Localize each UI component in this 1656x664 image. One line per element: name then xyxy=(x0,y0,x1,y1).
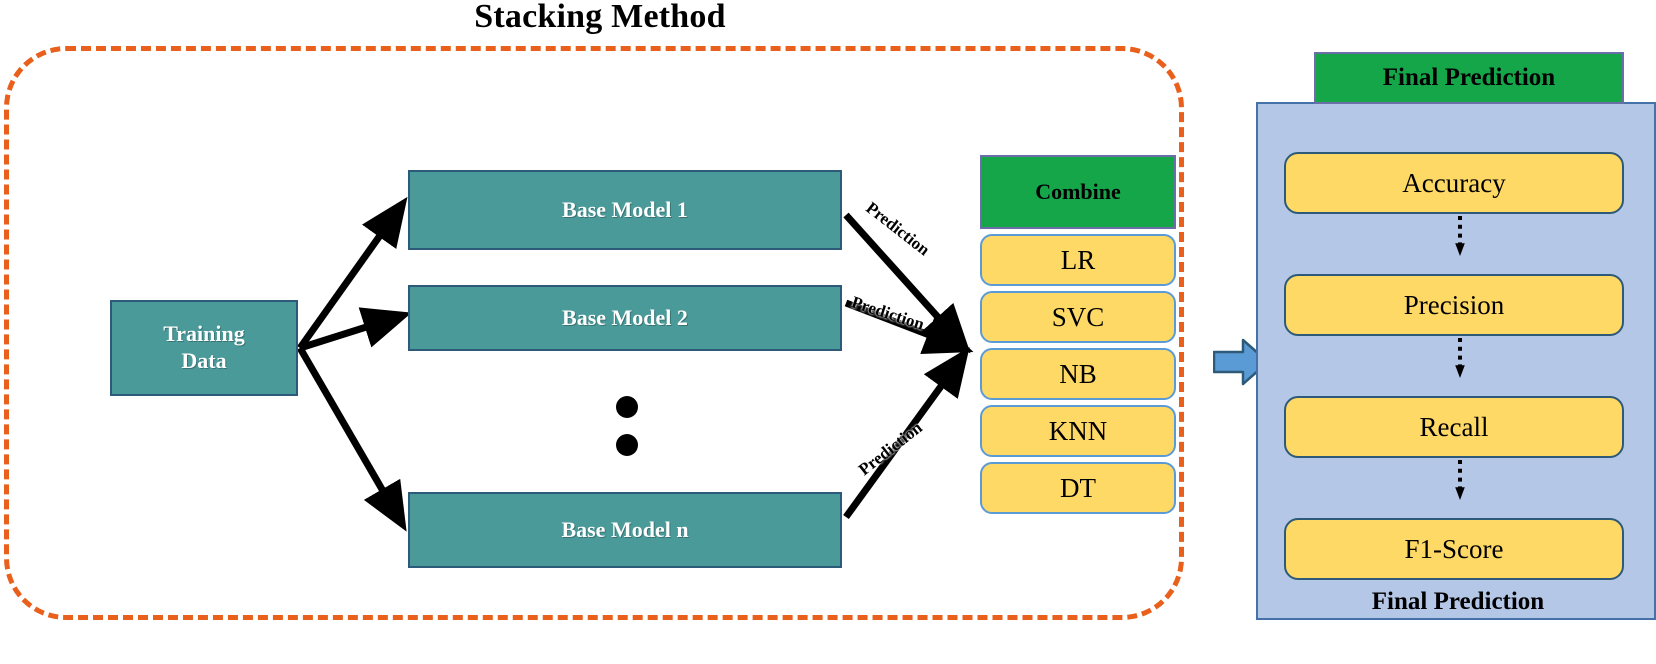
combine-stack: Combine LR SVC NB KNN DT xyxy=(980,155,1176,514)
final-prediction-panel: Accuracy Precision Recall F1-Score Final… xyxy=(1256,52,1656,620)
metric-precision[interactable]: Precision xyxy=(1284,274,1624,336)
combine-item-knn[interactable]: KNN xyxy=(980,405,1176,457)
node-base-model-1-label: Base Model 1 xyxy=(562,196,688,222)
vertical-ellipsis-icon xyxy=(612,396,642,460)
final-prediction-body: Accuracy Precision Recall F1-Score Final… xyxy=(1256,102,1656,620)
combine-item-dt[interactable]: DT xyxy=(980,462,1176,514)
stacking-region-outline xyxy=(4,46,1184,620)
combine-item-svc[interactable]: SVC xyxy=(980,291,1176,343)
dotted-arrow-accuracy-precision xyxy=(1455,216,1465,256)
node-base-model-1[interactable]: Base Model 1 xyxy=(408,170,842,250)
node-base-model-2[interactable]: Base Model 2 xyxy=(408,285,842,351)
combine-header[interactable]: Combine xyxy=(980,155,1176,229)
node-base-model-n[interactable]: Base Model n xyxy=(408,492,842,568)
page-title: Stacking Method xyxy=(474,0,726,35)
metric-f1-score[interactable]: F1-Score xyxy=(1284,518,1624,580)
combine-item-nb[interactable]: NB xyxy=(980,348,1176,400)
dotted-arrow-recall-f1 xyxy=(1455,460,1465,500)
node-base-model-2-label: Base Model 2 xyxy=(562,304,688,330)
node-base-model-n-label: Base Model n xyxy=(561,516,689,542)
blue-right-arrow-icon xyxy=(1213,338,1269,386)
final-prediction-header[interactable]: Final Prediction xyxy=(1314,52,1624,104)
combine-item-lr[interactable]: LR xyxy=(980,234,1176,286)
metric-recall[interactable]: Recall xyxy=(1284,396,1624,458)
metric-accuracy[interactable]: Accuracy xyxy=(1284,152,1624,214)
dotted-arrow-precision-recall xyxy=(1455,338,1465,378)
final-prediction-footer-label: Final Prediction xyxy=(1371,588,1545,615)
